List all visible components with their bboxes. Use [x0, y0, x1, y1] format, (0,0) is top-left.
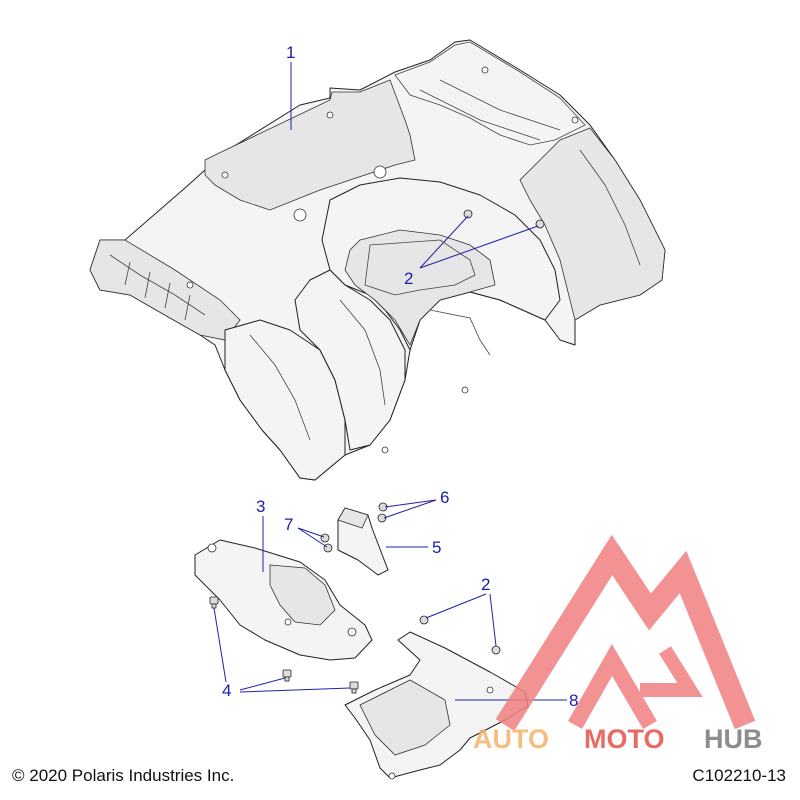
callout-2-upper: 2 [404, 269, 413, 288]
watermark-word-auto: AUTO [473, 724, 549, 754]
part-8-lower-shield [344, 631, 529, 780]
callouts: 1 2 3 4 5 6 7 2 8 [222, 43, 578, 710]
fastener-4b [282, 669, 292, 682]
watermark-word-hub: HUB [704, 724, 763, 754]
callout-8: 8 [569, 691, 578, 710]
fastener-2a [463, 209, 473, 219]
watermark-g-mark [640, 646, 703, 697]
figure-id: C102210-13 [692, 766, 786, 785]
watermark-word-moto: MOTO [584, 724, 665, 754]
fastener-2d [491, 645, 501, 655]
callout-5: 5 [432, 538, 441, 557]
callout-2-lower: 2 [481, 575, 490, 594]
callout-4: 4 [222, 681, 231, 700]
watermark-triangle-inner [568, 643, 657, 730]
callout-7: 7 [284, 515, 293, 534]
leader-lines [213, 62, 567, 701]
watermark-logo: AUTO MOTO HUB [473, 534, 763, 754]
callout-6: 6 [440, 488, 449, 507]
part-5-bracket [337, 507, 389, 576]
part-3-heat-shield-plate [194, 539, 373, 661]
copyright-text: © 2020 Polaris Industries Inc. [12, 766, 235, 785]
fasteners [209, 209, 545, 694]
fastener-7a [320, 533, 330, 543]
callout-1: 1 [286, 43, 295, 62]
fastener-4a [209, 596, 219, 609]
callout-3: 3 [256, 497, 265, 516]
fastener-4c [349, 681, 359, 694]
watermark-triangle-outer [495, 534, 756, 731]
fastener-6b [377, 513, 387, 523]
part-1-rear-fender-cab [89, 39, 666, 481]
fastener-7b [323, 543, 333, 553]
